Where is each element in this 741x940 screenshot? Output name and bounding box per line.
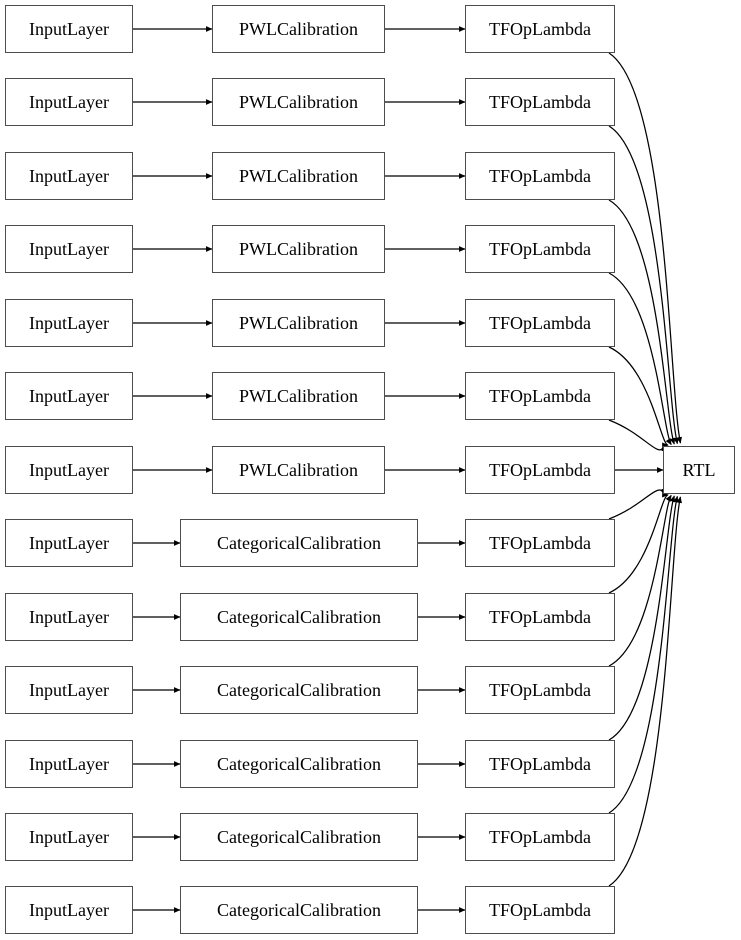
tfoplambda-node[interactable]: TFOpLambda	[465, 813, 615, 861]
tfoplambda-node[interactable]: TFOpLambda	[465, 519, 615, 567]
input-layer-node[interactable]: InputLayer	[5, 593, 133, 641]
input-layer-node-label: InputLayer	[29, 900, 109, 920]
tfoplambda-node-label: TFOpLambda	[489, 900, 591, 920]
input-layer-node[interactable]: InputLayer	[5, 666, 133, 714]
tfoplambda-node[interactable]: TFOpLambda	[465, 225, 615, 273]
edge-lambda-to-rtl	[608, 495, 679, 814]
tfoplambda-node-label: TFOpLambda	[489, 166, 591, 186]
tfoplambda-node-label: TFOpLambda	[489, 386, 591, 406]
tfoplambda-node[interactable]: TFOpLambda	[465, 78, 615, 126]
input-layer-node-label: InputLayer	[29, 239, 109, 259]
tfoplambda-node[interactable]: TFOpLambda	[465, 740, 615, 788]
tfoplambda-node[interactable]: TFOpLambda	[465, 372, 615, 420]
pwl-calibration-node-label: PWLCalibration	[239, 166, 358, 186]
categorical-calibration-node-label: CategoricalCalibration	[217, 607, 381, 627]
pwl-calibration-node-label: PWLCalibration	[239, 92, 358, 112]
pwl-calibration-node[interactable]: PWLCalibration	[212, 78, 385, 126]
categorical-calibration-node[interactable]: CategoricalCalibration	[180, 519, 418, 567]
input-layer-node[interactable]: InputLayer	[5, 78, 133, 126]
input-layer-node-label: InputLayer	[29, 166, 109, 186]
input-layer-node-label: InputLayer	[29, 386, 109, 406]
input-layer-node-label: InputLayer	[29, 827, 109, 847]
edge-lambda-to-rtl	[608, 495, 676, 741]
edge-lambda-to-rtl	[608, 52, 683, 444]
pwl-calibration-node-label: PWLCalibration	[239, 386, 358, 406]
input-layer-node[interactable]: InputLayer	[5, 299, 133, 347]
rtl-output-node[interactable]: RTL	[663, 446, 735, 494]
tfoplambda-node-label: TFOpLambda	[489, 754, 591, 774]
tfoplambda-node-label: TFOpLambda	[489, 680, 591, 700]
tfoplambda-node-label: TFOpLambda	[489, 607, 591, 627]
categorical-calibration-node-label: CategoricalCalibration	[217, 900, 381, 920]
tfoplambda-node-label: TFOpLambda	[489, 92, 591, 112]
input-layer-node-label: InputLayer	[29, 607, 109, 627]
input-layer-node[interactable]: InputLayer	[5, 372, 133, 420]
categorical-calibration-node[interactable]: CategoricalCalibration	[180, 886, 418, 934]
input-layer-node-label: InputLayer	[29, 19, 109, 39]
tfoplambda-node[interactable]: TFOpLambda	[465, 299, 615, 347]
input-layer-node[interactable]: InputLayer	[5, 5, 133, 53]
categorical-calibration-node-label: CategoricalCalibration	[217, 754, 381, 774]
edge-lambda-to-rtl	[608, 272, 672, 446]
edge-lambda-to-rtl	[608, 125, 679, 445]
edge-lambda-to-rtl	[608, 494, 672, 667]
pwl-calibration-node-label: PWLCalibration	[239, 460, 358, 480]
pwl-calibration-node[interactable]: PWLCalibration	[212, 372, 385, 420]
categorical-calibration-node-label: CategoricalCalibration	[217, 533, 381, 553]
categorical-calibration-node[interactable]: CategoricalCalibration	[180, 813, 418, 861]
categorical-calibration-node[interactable]: CategoricalCalibration	[180, 593, 418, 641]
tfoplambda-node-label: TFOpLambda	[489, 313, 591, 333]
pwl-calibration-node[interactable]: PWLCalibration	[212, 5, 385, 53]
tfoplambda-node[interactable]: TFOpLambda	[465, 666, 615, 714]
edge-lambda-to-rtl	[608, 199, 676, 445]
input-layer-node-label: InputLayer	[29, 460, 109, 480]
pwl-calibration-node[interactable]: PWLCalibration	[212, 152, 385, 200]
tfoplambda-node[interactable]: TFOpLambda	[465, 446, 615, 494]
input-layer-node-label: InputLayer	[29, 680, 109, 700]
categorical-calibration-node-label: CategoricalCalibration	[217, 680, 381, 700]
input-layer-node[interactable]: InputLayer	[5, 740, 133, 788]
pwl-calibration-node-label: PWLCalibration	[239, 239, 358, 259]
edge-lambda-to-rtl	[608, 419, 666, 453]
edge-lambda-to-rtl	[608, 491, 669, 594]
edge-lambda-to-rtl	[608, 496, 682, 887]
categorical-calibration-node[interactable]: CategoricalCalibration	[180, 666, 418, 714]
input-layer-node[interactable]: InputLayer	[5, 152, 133, 200]
tfoplambda-node[interactable]: TFOpLambda	[465, 5, 615, 53]
pwl-calibration-node-label: PWLCalibration	[239, 313, 358, 333]
tfoplambda-node-label: TFOpLambda	[489, 19, 591, 39]
input-layer-node-label: InputLayer	[29, 533, 109, 553]
pwl-calibration-node[interactable]: PWLCalibration	[212, 225, 385, 273]
input-layer-node[interactable]: InputLayer	[5, 446, 133, 494]
pwl-calibration-node-label: PWLCalibration	[239, 19, 358, 39]
input-layer-node[interactable]: InputLayer	[5, 813, 133, 861]
categorical-calibration-node-label: CategoricalCalibration	[217, 827, 381, 847]
input-layer-node-label: InputLayer	[29, 754, 109, 774]
edge-lambda-to-rtl	[608, 487, 666, 520]
tfoplambda-node-label: TFOpLambda	[489, 533, 591, 553]
tfoplambda-node[interactable]: TFOpLambda	[465, 886, 615, 934]
edge-lambda-to-rtl	[608, 346, 669, 449]
pwl-calibration-node[interactable]: PWLCalibration	[212, 299, 385, 347]
input-layer-node[interactable]: InputLayer	[5, 225, 133, 273]
tfoplambda-node[interactable]: TFOpLambda	[465, 593, 615, 641]
categorical-calibration-node[interactable]: CategoricalCalibration	[180, 740, 418, 788]
tfoplambda-node[interactable]: TFOpLambda	[465, 152, 615, 200]
tfoplambda-node-label: TFOpLambda	[489, 460, 591, 480]
rtl-output-node-label: RTL	[682, 460, 716, 480]
tfoplambda-node-label: TFOpLambda	[489, 239, 591, 259]
tfoplambda-node-label: TFOpLambda	[489, 827, 591, 847]
input-layer-node-label: InputLayer	[29, 313, 109, 333]
pwl-calibration-node[interactable]: PWLCalibration	[212, 446, 385, 494]
input-layer-node-label: InputLayer	[29, 92, 109, 112]
input-layer-node[interactable]: InputLayer	[5, 519, 133, 567]
input-layer-node[interactable]: InputLayer	[5, 886, 133, 934]
